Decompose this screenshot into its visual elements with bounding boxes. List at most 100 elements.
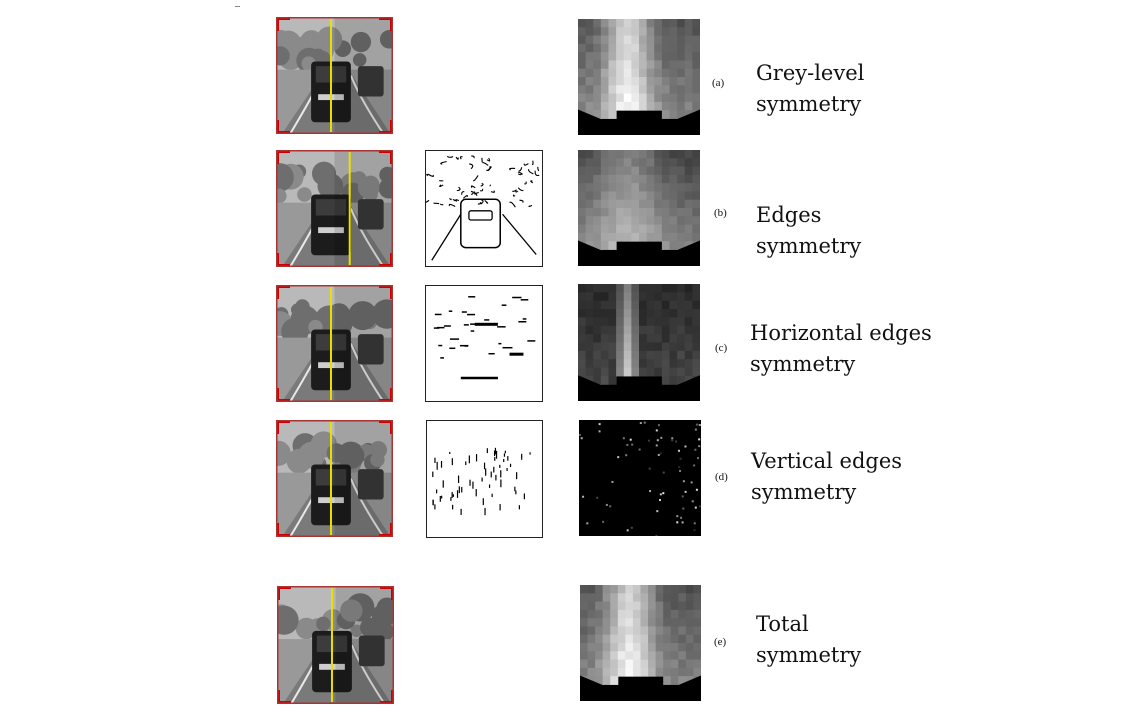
edge-stroke	[452, 199, 458, 202]
map-cell	[640, 601, 649, 611]
map-cell	[685, 585, 694, 594]
map-cell	[631, 199, 640, 209]
map-cell	[623, 43, 632, 53]
tree	[370, 452, 385, 467]
map-cell	[585, 77, 594, 86]
map-cell	[654, 150, 663, 159]
map-cell	[608, 300, 617, 310]
map-cell	[661, 60, 670, 70]
map-cell	[692, 199, 700, 209]
map-cell	[616, 350, 625, 360]
row-caption-a: Grey-level symmetry	[756, 58, 864, 120]
map-cell	[684, 224, 693, 234]
map-cell	[692, 68, 700, 78]
map-cell	[593, 19, 602, 28]
map-cell	[610, 643, 619, 652]
tree	[311, 161, 337, 186]
edge-stroke	[534, 170, 540, 177]
map-cell	[578, 359, 587, 369]
edge-stroke	[456, 186, 461, 192]
map-cell	[684, 101, 693, 111]
map-cell	[648, 593, 657, 603]
map-cell	[639, 325, 648, 335]
map-cell	[610, 651, 619, 661]
map-cell	[693, 601, 701, 611]
map-cell	[578, 292, 587, 302]
map-cell	[670, 643, 679, 652]
map-cell	[678, 609, 687, 619]
edge-stroke	[440, 161, 447, 165]
map-cell	[692, 150, 700, 159]
edge-stroke	[446, 155, 454, 158]
map-cell	[639, 68, 648, 78]
bounding-box	[276, 285, 393, 402]
map-triangle-right	[639, 375, 700, 401]
map-cell	[677, 77, 686, 86]
map-cell	[585, 191, 594, 201]
map-cell	[678, 634, 687, 644]
map-cell	[595, 676, 604, 685]
map-cell	[654, 191, 663, 201]
map-cell	[661, 27, 670, 37]
map-cell	[608, 183, 617, 192]
map-cell	[669, 174, 678, 184]
map-cell	[655, 626, 664, 636]
map-cell	[585, 350, 594, 360]
map-speck	[630, 526, 633, 529]
map-cell	[661, 166, 670, 176]
map-cell	[623, 199, 632, 209]
map-cell	[616, 183, 625, 192]
map-cell	[646, 68, 655, 78]
map-cell	[600, 367, 609, 377]
map-cell	[646, 199, 655, 209]
map-cell	[631, 350, 640, 360]
map-cell	[608, 232, 617, 242]
map-cell	[639, 284, 648, 293]
road-photo-row-c	[276, 285, 393, 402]
map-cell	[587, 643, 596, 652]
map-cell	[661, 375, 670, 385]
map-speck	[698, 438, 701, 441]
map-cell	[639, 367, 648, 377]
map-cell	[593, 191, 602, 201]
map-cell	[616, 367, 625, 377]
map-cell	[600, 300, 609, 310]
map-cell	[677, 93, 686, 103]
horizontal-edge-bold	[474, 322, 498, 326]
row-caption-a-line1: Grey-level	[756, 61, 865, 85]
map-cell	[617, 651, 626, 661]
map-speck	[582, 495, 585, 498]
map-cell	[684, 43, 693, 53]
map-cell	[669, 43, 678, 53]
map-cell	[663, 593, 672, 603]
map-cell	[578, 325, 587, 335]
map-cell	[655, 593, 664, 603]
map-cell	[670, 676, 679, 685]
map-cell	[600, 93, 609, 103]
map-speck	[655, 444, 658, 447]
map-cell	[578, 350, 587, 360]
map-cell	[608, 199, 617, 209]
map-cell	[661, 216, 670, 226]
map-cell	[663, 585, 672, 594]
map-cell	[595, 609, 604, 619]
map-cell	[585, 208, 594, 217]
map-cell	[616, 158, 625, 168]
edge-stroke	[470, 185, 476, 189]
map-cell	[692, 232, 700, 242]
map-cell	[625, 593, 634, 603]
map-cell	[600, 60, 609, 70]
map-cell	[670, 626, 679, 636]
row-caption-d-line1: Vertical edges	[751, 449, 903, 473]
map-cell	[639, 85, 648, 95]
map-cell	[663, 659, 672, 669]
map-cell	[654, 199, 663, 209]
shade	[335, 586, 394, 704]
map-speck	[681, 495, 684, 498]
map-cell	[648, 634, 657, 644]
map-cell	[631, 19, 640, 28]
row-caption-a-line2: symmetry	[756, 92, 862, 116]
map-cell	[593, 158, 602, 168]
map-speck	[656, 510, 659, 513]
map-cell	[669, 93, 678, 103]
